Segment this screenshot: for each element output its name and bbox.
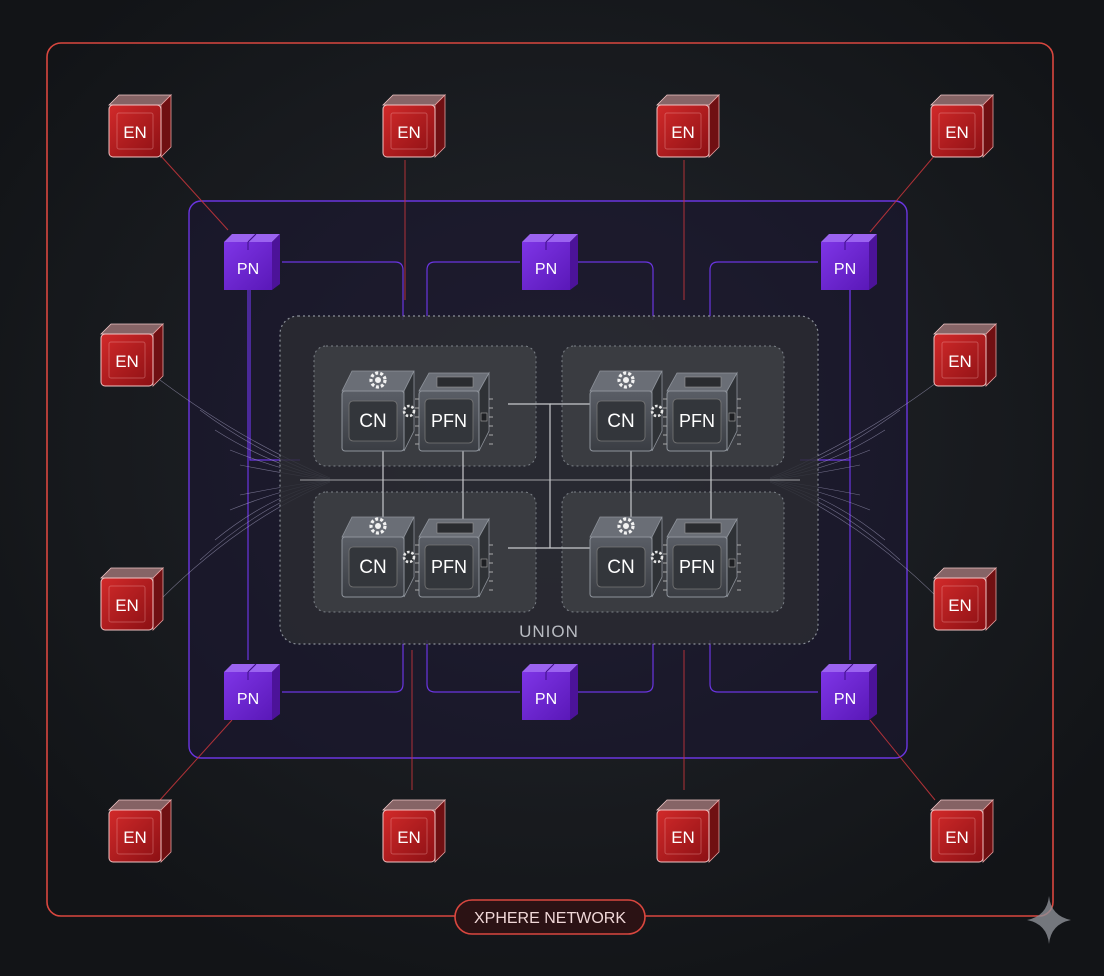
edge-node-label: EN bbox=[945, 828, 969, 847]
consensus-node: CN bbox=[341, 516, 416, 598]
gear-icon bbox=[650, 550, 664, 564]
edge-node-label: EN bbox=[671, 828, 695, 847]
pfn-node-label: PFN bbox=[679, 411, 715, 431]
edge-node-label: EN bbox=[123, 123, 147, 142]
proxy-node: PN bbox=[522, 663, 578, 720]
edge-node: EN bbox=[108, 94, 172, 158]
proxy-node: PN bbox=[224, 663, 280, 720]
pfn-node-label: PFN bbox=[431, 557, 467, 577]
proxy-node-label: PN bbox=[237, 691, 259, 708]
union-label: UNION bbox=[519, 622, 579, 641]
proxy-node: PN bbox=[821, 233, 877, 290]
edge-node: EN bbox=[933, 567, 997, 631]
gear-icon bbox=[617, 371, 635, 389]
edge-node: EN bbox=[656, 799, 720, 863]
gear-icon bbox=[369, 517, 387, 535]
core-nodes: CN PFN CN PFN CN PFN CN PFN bbox=[341, 370, 741, 598]
chip-icon bbox=[663, 544, 741, 591]
consensus-node: CN bbox=[341, 370, 416, 452]
gear-icon bbox=[402, 550, 416, 564]
edge-node: EN bbox=[933, 323, 997, 387]
proxy-node: PN bbox=[821, 663, 877, 720]
pfn-node: PFN bbox=[663, 517, 741, 598]
edge-links bbox=[159, 154, 936, 801]
consensus-node: CN bbox=[589, 370, 664, 452]
proxy-node: PN bbox=[522, 233, 578, 290]
proxy-node-label: PN bbox=[535, 691, 557, 708]
edge-node-label: EN bbox=[123, 828, 147, 847]
consensus-node-label: CN bbox=[359, 557, 386, 578]
edge-node: EN bbox=[100, 567, 164, 631]
proxy-node-label: PN bbox=[535, 261, 557, 278]
edge-node: EN bbox=[100, 323, 164, 387]
edge-node-label: EN bbox=[115, 596, 139, 615]
edge-node: EN bbox=[382, 799, 446, 863]
edge-node-label: EN bbox=[397, 828, 421, 847]
chip-icon bbox=[663, 398, 741, 445]
edge-node-label: EN bbox=[397, 123, 421, 142]
gear-icon bbox=[369, 371, 387, 389]
pfn-node-label: PFN bbox=[679, 557, 715, 577]
consensus-node-label: CN bbox=[607, 411, 634, 432]
core-links bbox=[300, 403, 800, 549]
pfn-node: PFN bbox=[415, 371, 493, 452]
edge-node: EN bbox=[382, 94, 446, 158]
consensus-node: CN bbox=[589, 516, 664, 598]
gear-icon bbox=[402, 404, 416, 418]
edge-nodes: EN EN EN EN EN EN EN EN EN EN EN EN bbox=[100, 94, 997, 863]
proxy-node-label: PN bbox=[834, 691, 856, 708]
edge-node: EN bbox=[930, 94, 994, 158]
edge-node-label: EN bbox=[948, 352, 972, 371]
gear-icon bbox=[650, 404, 664, 418]
edge-node: EN bbox=[108, 799, 172, 863]
sparkle-icon bbox=[1027, 896, 1071, 944]
pfn-node: PFN bbox=[663, 371, 741, 452]
pfn-node-label: PFN bbox=[431, 411, 467, 431]
consensus-node-label: CN bbox=[607, 557, 634, 578]
pfn-node: PFN bbox=[415, 517, 493, 598]
proxy-node-label: PN bbox=[834, 261, 856, 278]
proxy-nodes: PN PN PN PN PN PN bbox=[224, 233, 877, 720]
gear-icon bbox=[617, 517, 635, 535]
edge-node-label: EN bbox=[948, 596, 972, 615]
chip-icon bbox=[415, 544, 493, 591]
edge-node: EN bbox=[930, 799, 994, 863]
edge-node: EN bbox=[656, 94, 720, 158]
edge-node-label: EN bbox=[945, 123, 969, 142]
proxy-node-label: PN bbox=[237, 261, 259, 278]
chip-icon bbox=[415, 398, 493, 445]
edge-node-label: EN bbox=[115, 352, 139, 371]
network-label-pill bbox=[454, 899, 646, 935]
consensus-node-label: CN bbox=[359, 411, 386, 432]
edge-node-label: EN bbox=[671, 123, 695, 142]
network-label: XPHERE NETWORK bbox=[474, 910, 626, 927]
proxy-node: PN bbox=[224, 233, 280, 290]
